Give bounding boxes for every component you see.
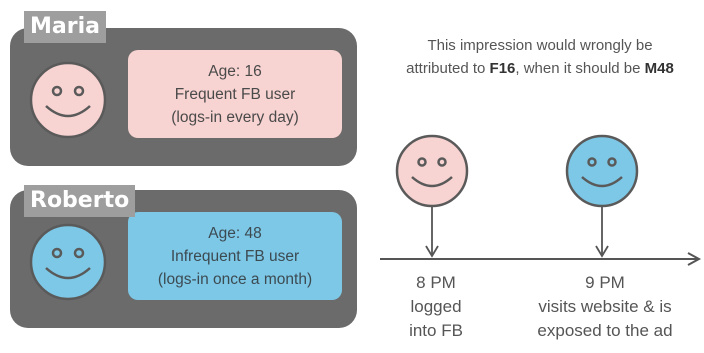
event-login-text-2: into FB	[409, 321, 463, 340]
caption-prefix: attributed to	[406, 60, 490, 77]
timeline-face-blue-icon	[565, 134, 639, 208]
event-login-time: 8 PM	[416, 273, 456, 292]
event-login-text-1: logged	[410, 297, 462, 316]
maria-info-box: Age: 16 Frequent FB user (logs-in every …	[128, 50, 342, 138]
event-ad-time: 9 PM	[585, 273, 625, 292]
maria-card: Age: 16 Frequent FB user (logs-in every …	[10, 28, 357, 166]
caption-line-1: This impression would wrongly be	[427, 37, 653, 54]
caption-mid: , when it should be	[515, 60, 645, 77]
roberto-age: Age: 48	[208, 224, 262, 242]
attribution-caption: This impression would wrongly be attribu…	[380, 34, 700, 80]
timeline-face-pink-icon	[395, 134, 469, 208]
roberto-detail: (logs-in once a month)	[157, 270, 313, 288]
timeline-axis-arrow	[380, 252, 702, 266]
maria-age: Age: 16	[208, 62, 262, 80]
correct-attribution: M48	[644, 60, 674, 77]
wrong-attribution: F16	[489, 60, 516, 77]
arrow-down-icon	[425, 207, 439, 258]
roberto-name-tag: Roberto	[24, 185, 136, 217]
maria-smiley-icon	[29, 61, 107, 139]
roberto-info-box: Age: 48 Infrequent FB user (logs-in once…	[128, 212, 342, 300]
arrow-down-icon	[595, 207, 609, 258]
roberto-smiley-icon	[29, 223, 107, 301]
event-ad-text-2: exposed to the ad	[537, 321, 673, 340]
event-ad-label: 9 PM visits website & is exposed to the …	[520, 271, 690, 343]
maria-usage: Frequent FB user	[174, 85, 296, 103]
roberto-usage: Infrequent FB user	[170, 247, 300, 265]
maria-name-tag: Maria	[24, 11, 106, 43]
caption-line-2: attributed to F16, when it should be M48	[380, 57, 700, 80]
maria-detail: (logs-in every day)	[171, 108, 299, 126]
event-login-label: 8 PM logged into FB	[396, 271, 476, 343]
roberto-card: Age: 48 Infrequent FB user (logs-in once…	[10, 190, 357, 328]
event-ad-text-1: visits website & is	[538, 297, 672, 316]
